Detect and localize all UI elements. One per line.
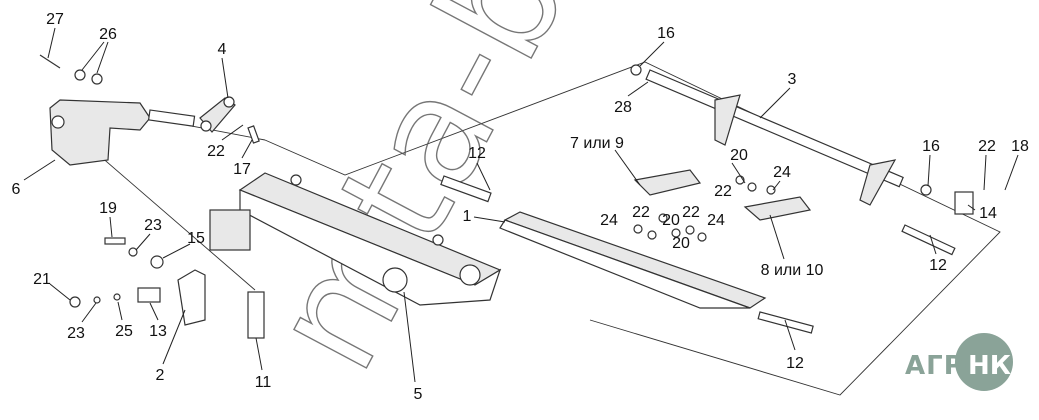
- part-3-shaft: [630, 64, 974, 215]
- leader-lines: [23, 27, 1019, 383]
- callout-8-or-10: 8 или 10: [761, 262, 824, 279]
- callout-23b: 23: [67, 325, 85, 342]
- callout-17: 17: [233, 161, 251, 178]
- callout-20b: 20: [662, 212, 680, 229]
- callout-11: 11: [255, 374, 272, 391]
- part-6-housing: [49, 99, 196, 166]
- callout-13: 13: [149, 323, 167, 340]
- callout-1: 1: [463, 208, 472, 225]
- callout-22b: 22: [714, 183, 732, 200]
- callout-22d: 22: [682, 204, 700, 221]
- callout-15: 15: [187, 230, 205, 247]
- callout-18: 18: [1011, 138, 1029, 155]
- callout-5: 5: [414, 386, 423, 403]
- part-1-rail: [440, 175, 767, 309]
- logo-text-right: НКА: [968, 351, 1032, 381]
- part-2-plate: [69, 237, 265, 339]
- callout-labels: 27 26 4 6 22 17 19 23 15 21 23 25 13 2 1…: [12, 11, 1029, 403]
- callout-2: 2: [156, 367, 165, 384]
- callout-22e: 22: [978, 138, 996, 155]
- part-7-link: [633, 169, 812, 242]
- callout-16b: 16: [922, 138, 940, 155]
- callout-21: 21: [33, 271, 51, 288]
- callout-24c: 24: [707, 212, 725, 229]
- callout-12b: 12: [929, 257, 947, 274]
- callout-26: 26: [99, 26, 117, 43]
- callout-7-or-9: 7 или 9: [570, 135, 624, 152]
- callout-3: 3: [788, 71, 797, 88]
- callout-22c: 22: [632, 204, 650, 221]
- callout-19: 19: [99, 200, 117, 217]
- logo-text-left: АГРО: [905, 351, 987, 381]
- callout-28: 28: [614, 99, 632, 116]
- callout-24b: 24: [600, 212, 618, 229]
- callout-6: 6: [12, 181, 21, 198]
- callout-20a: 20: [730, 147, 748, 164]
- callout-22: 22: [207, 143, 225, 160]
- part-5-beam: [209, 172, 502, 306]
- part-4-lever: [39, 54, 260, 144]
- callout-25: 25: [115, 323, 133, 340]
- callout-14: 14: [979, 205, 997, 222]
- callout-20c: 20: [672, 235, 690, 252]
- agronka-logo: АГРО НКА: [905, 333, 1035, 395]
- callout-16a: 16: [657, 25, 675, 42]
- callout-27: 27: [46, 11, 64, 28]
- logo-circle: [955, 333, 1013, 391]
- callout-23: 23: [144, 217, 162, 234]
- callout-24a: 24: [773, 164, 791, 181]
- callout-12c: 12: [786, 355, 804, 372]
- callout-4: 4: [218, 41, 227, 58]
- callout-12a: 12: [468, 145, 486, 162]
